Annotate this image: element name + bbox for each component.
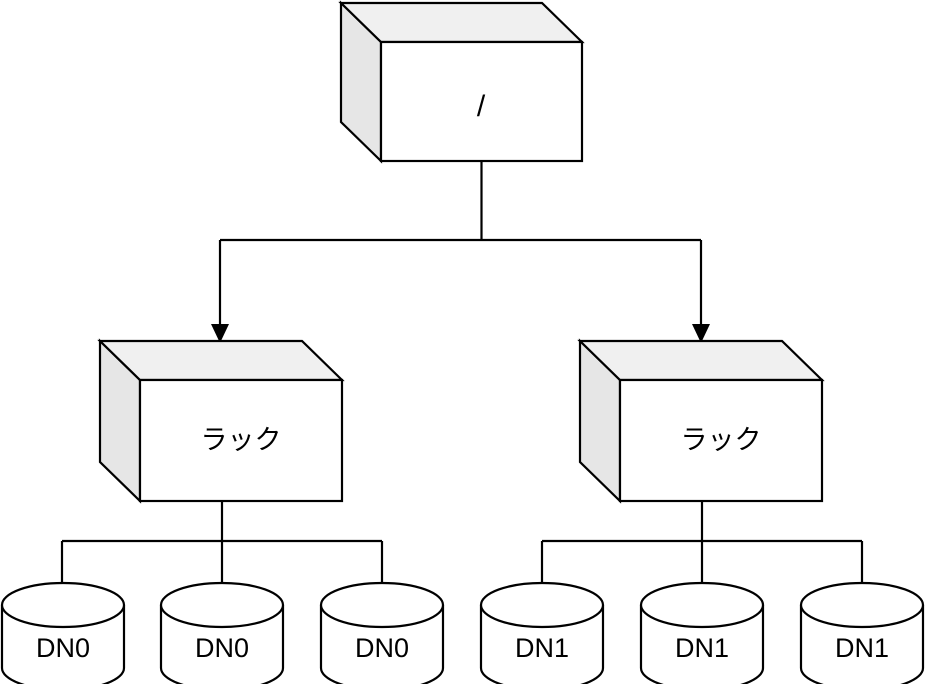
datanode-r0-label: DN1 bbox=[515, 633, 569, 663]
edge-group-root-to-racks bbox=[211, 161, 710, 343]
node-datanode-l0[interactable]: DN0 bbox=[0, 581, 126, 684]
root-cube-label: / bbox=[477, 90, 486, 123]
datanode-r2-top-ellipse bbox=[799, 581, 925, 629]
rack-left-front-face bbox=[138, 378, 344, 503]
node-datanode-r2[interactable]: DN1 bbox=[799, 581, 925, 684]
datanode-r1-top-ellipse bbox=[639, 581, 765, 629]
rack-right-front-face bbox=[618, 378, 824, 503]
rack-right-label: ラック bbox=[681, 425, 762, 455]
datanode-r0-top-ellipse bbox=[479, 581, 605, 629]
datanode-l0-top-ellipse bbox=[0, 581, 126, 629]
arrowhead-rack-left bbox=[211, 324, 229, 343]
root-cube-front-face bbox=[379, 40, 584, 163]
datanode-r2-label: DN1 bbox=[835, 633, 889, 663]
root-cube-top-face bbox=[338, 1, 585, 44]
datanode-l1-top-ellipse bbox=[159, 581, 285, 629]
datanode-l2-top-ellipse bbox=[319, 581, 445, 629]
datanode-r1-label: DN1 bbox=[675, 633, 729, 663]
rack-right-top-face bbox=[577, 339, 825, 382]
datanode-l0-label: DN0 bbox=[36, 633, 90, 663]
rack-left-label: ラック bbox=[201, 425, 282, 455]
node-rack-left[interactable]: ラック bbox=[97, 338, 345, 504]
edge-group-rack-right-to-datanodes bbox=[540, 501, 864, 584]
node-datanode-r0[interactable]: DN1 bbox=[479, 581, 605, 684]
node-datanode-l2[interactable]: DN0 bbox=[319, 581, 445, 684]
node-datanode-l1[interactable]: DN0 bbox=[159, 581, 285, 684]
node-datanode-r1[interactable]: DN1 bbox=[639, 581, 765, 684]
datanode-l1-label: DN0 bbox=[195, 633, 249, 663]
datanode-l2-label: DN0 bbox=[355, 633, 409, 663]
edge-group-rack-left-to-datanodes bbox=[60, 501, 384, 584]
node-root-cube[interactable]: / bbox=[338, 0, 585, 164]
node-rack-right[interactable]: ラック bbox=[577, 338, 825, 504]
rack-left-top-face bbox=[97, 339, 345, 382]
arrowhead-rack-right bbox=[692, 324, 710, 343]
